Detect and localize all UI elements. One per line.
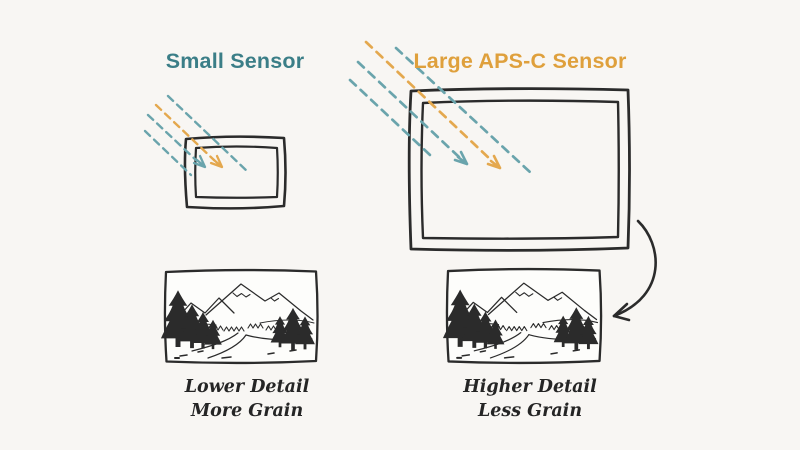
light-ray-icon [166, 94, 250, 174]
small-sensor-caption: Lower Detail More Grain [147, 376, 347, 423]
light-ray-icon [394, 46, 533, 175]
small-sensor-caption-line-2: More Grain [190, 400, 304, 421]
curved-arrow-icon [612, 219, 657, 322]
large-sensor-caption-line-1: Higher Detail [463, 377, 597, 397]
small-sensor-light-rays [143, 94, 250, 177]
small-sensor-title: Small Sensor [165, 49, 305, 73]
large-sensor-title: Large APS-C Sensor [413, 49, 627, 73]
light-ray-icon [154, 103, 216, 162]
light-ray-icon [146, 113, 199, 163]
light-ray-icon [143, 129, 193, 177]
small-sensor-caption-line-1: Lower Detail [184, 377, 310, 397]
light-ray-icon [364, 40, 493, 162]
ray-arrowhead-icon [192, 154, 207, 169]
landscape-photo-small [161, 270, 318, 363]
large-sensor-light-rays [348, 40, 533, 175]
ray-arrowhead-icon [453, 150, 469, 166]
ray-arrowhead-icon [486, 154, 502, 170]
ray-arrowhead-icon [209, 154, 224, 169]
landscape-photo-large [443, 269, 601, 363]
light-ray-icon [348, 78, 432, 157]
small-sensor-frame [183, 135, 287, 210]
large-sensor-frame [407, 87, 631, 252]
large-sensor-caption: Higher Detail Less Grain [430, 376, 630, 423]
large-sensor-caption-line-2: Less Grain [477, 400, 583, 421]
light-ray-icon [356, 60, 461, 159]
